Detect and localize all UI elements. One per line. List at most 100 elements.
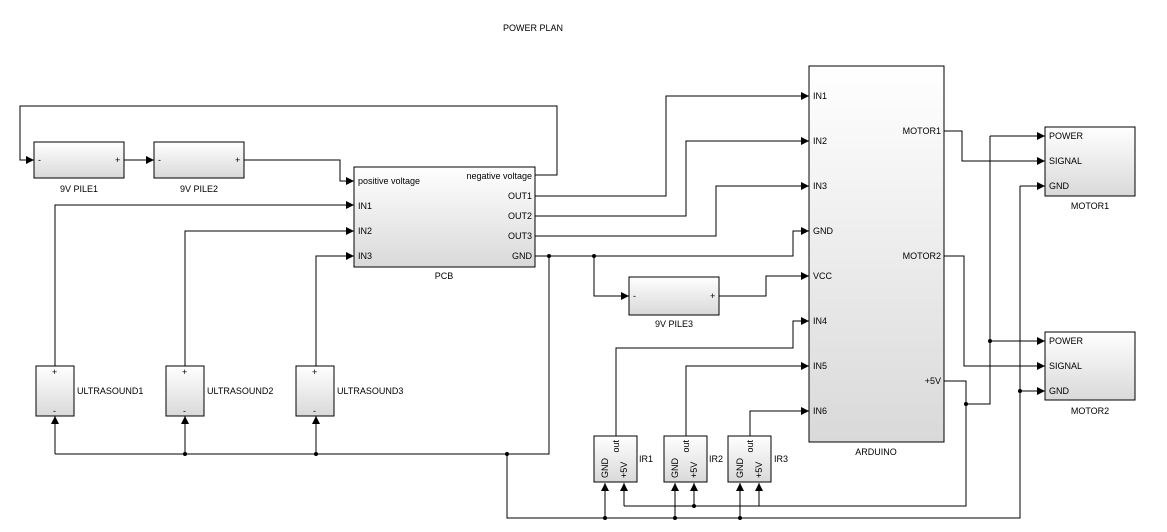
pcb-port-in3: IN3 bbox=[358, 251, 372, 261]
motor2-port-signal: SIGNAL bbox=[1049, 361, 1082, 371]
port-minus: - bbox=[158, 155, 161, 165]
block-body bbox=[165, 365, 205, 417]
junction-dot bbox=[988, 339, 992, 343]
motor1-port-gnd: GND bbox=[1049, 181, 1070, 191]
block-body bbox=[727, 435, 772, 483]
wire-motor1-signal bbox=[944, 130, 1045, 165]
port-plus: + bbox=[182, 367, 187, 377]
block-label: MOTOR1 bbox=[1071, 201, 1109, 211]
block-label: 9V PILE3 bbox=[655, 319, 693, 329]
pcb-port-in2: IN2 bbox=[358, 226, 372, 236]
block-label: ARDUINO bbox=[855, 447, 897, 457]
junction-dot bbox=[183, 452, 187, 456]
ir2-port-gnd: GND bbox=[670, 458, 680, 479]
block-label: ULTRASOUND3 bbox=[337, 386, 403, 396]
block-label: ULTRASOUND2 bbox=[207, 386, 273, 396]
port-plus: + bbox=[710, 291, 715, 301]
ir3-port-out: out bbox=[745, 440, 755, 453]
port-minus: - bbox=[633, 291, 636, 301]
block-body bbox=[35, 365, 75, 417]
wire-ir1-to-arduino-in4 bbox=[615, 317, 809, 436]
motor-block-motor2[interactable]: POWER SIGNAL GND MOTOR2 bbox=[1044, 331, 1136, 416]
junction-dot bbox=[314, 452, 318, 456]
block-label: 9V PILE1 bbox=[60, 184, 98, 194]
block-body bbox=[33, 141, 125, 179]
arduino-port-motor2: MOTOR2 bbox=[903, 251, 941, 261]
arduino-port-5v: +5V bbox=[925, 376, 941, 386]
wire-negative-to-pile1 bbox=[19, 105, 558, 176]
motor-block-motor1[interactable]: POWER SIGNAL GND MOTOR1 bbox=[1044, 126, 1136, 211]
junction-dot bbox=[505, 452, 509, 456]
block-body bbox=[593, 435, 638, 483]
battery-block-pile1[interactable]: - + 9V PILE1 bbox=[33, 141, 125, 194]
block-body bbox=[353, 166, 536, 268]
wire-pile3-to-vcc bbox=[719, 272, 809, 297]
wire-pile2-to-pcb bbox=[244, 159, 354, 185]
wire-us1-to-pcb-in1 bbox=[54, 201, 354, 366]
diagram-title: POWER PLAN bbox=[503, 23, 563, 33]
arduino-block[interactable]: IN1 IN2 IN3 GND VCC IN4 IN5 IN6 MOTOR1 M… bbox=[808, 65, 945, 457]
sensor-block-ultrasound2[interactable]: + - ULTRASOUND2 bbox=[165, 365, 273, 417]
ir1-port-out: out bbox=[611, 440, 621, 453]
wire-motor2-signal bbox=[944, 255, 1045, 370]
ir1-port-gnd: GND bbox=[600, 458, 610, 479]
junction-dot bbox=[738, 516, 742, 520]
block-label: ULTRASOUND1 bbox=[77, 386, 143, 396]
arduino-port-in4: IN4 bbox=[813, 316, 827, 326]
block-label: IR2 bbox=[709, 454, 723, 464]
ir3-port-gnd: GND bbox=[735, 458, 745, 479]
wire-out1-to-arduino-in1 bbox=[535, 92, 809, 197]
port-minus: - bbox=[53, 406, 56, 416]
wire-5v-to-motor-power bbox=[966, 136, 991, 405]
sensor-block-ultrasound1[interactable]: + - ULTRASOUND1 bbox=[35, 365, 143, 417]
ir2-port-out: out bbox=[681, 440, 691, 453]
sensor-block-ir1[interactable]: out GND +5V IR1 bbox=[593, 435, 653, 483]
block-body bbox=[1044, 331, 1136, 401]
port-minus: - bbox=[313, 406, 316, 416]
port-minus: - bbox=[183, 406, 186, 416]
pcb-port-out2: OUT2 bbox=[508, 211, 532, 221]
pcb-port-out1: OUT1 bbox=[508, 191, 532, 201]
pcb-port-out3: OUT3 bbox=[508, 231, 532, 241]
block-body bbox=[808, 65, 945, 443]
ir3-port-5v: +5V bbox=[754, 462, 764, 478]
sensor-block-ir3[interactable]: out GND +5V IR3 bbox=[727, 435, 788, 483]
block-body bbox=[153, 141, 245, 179]
wire-ir3-to-arduino-in6 bbox=[749, 407, 809, 436]
sensor-block-ultrasound3[interactable]: + - ULTRASOUND3 bbox=[295, 365, 403, 417]
wire-ground-bus-ultrasound bbox=[55, 256, 550, 455]
wire-ir2-to-arduino-in5 bbox=[685, 362, 809, 436]
block-body bbox=[1044, 126, 1136, 197]
junction-dot bbox=[592, 254, 596, 258]
wire-us3-to-pcb-in3 bbox=[315, 252, 354, 366]
junction-dot bbox=[673, 516, 677, 520]
junction-dots bbox=[183, 254, 1022, 520]
arduino-port-motor1: MOTOR1 bbox=[903, 126, 941, 136]
wire-gnd-to-pile3 bbox=[593, 256, 629, 300]
sensor-block-ir2[interactable]: out GND +5V IR2 bbox=[663, 435, 723, 483]
pcb-port-gnd: GND bbox=[512, 251, 533, 261]
arduino-port-in6: IN6 bbox=[813, 406, 827, 416]
arduino-port-in2: IN2 bbox=[813, 136, 827, 146]
wire-ir-ground-bus bbox=[506, 186, 1021, 519]
junction-dot bbox=[547, 254, 551, 258]
junction-dot bbox=[964, 402, 968, 406]
arduino-port-in3: IN3 bbox=[813, 181, 827, 191]
motor1-port-power: POWER bbox=[1049, 131, 1084, 141]
wire-pcb-gnd-to-arduino-gnd bbox=[535, 227, 809, 257]
pcb-port-positive-voltage: positive voltage bbox=[358, 176, 420, 186]
pcb-port-negative-voltage: negative voltage bbox=[466, 171, 532, 181]
block-body bbox=[663, 435, 708, 483]
arduino-port-in1: IN1 bbox=[813, 91, 827, 101]
block-label: PCB bbox=[435, 271, 454, 281]
pcb-block[interactable]: positive voltage IN1 IN2 IN3 negative vo… bbox=[353, 166, 536, 281]
port-plus: + bbox=[115, 155, 120, 165]
block-label: MOTOR2 bbox=[1071, 406, 1109, 416]
motor2-port-gnd: GND bbox=[1049, 386, 1070, 396]
battery-block-pile3[interactable]: - + 9V PILE3 bbox=[628, 276, 720, 329]
port-plus: + bbox=[52, 367, 57, 377]
wire-out2-to-arduino-in2 bbox=[535, 137, 809, 217]
battery-block-pile2[interactable]: - + 9V PILE2 bbox=[153, 141, 245, 194]
arduino-port-gnd: GND bbox=[813, 226, 834, 236]
